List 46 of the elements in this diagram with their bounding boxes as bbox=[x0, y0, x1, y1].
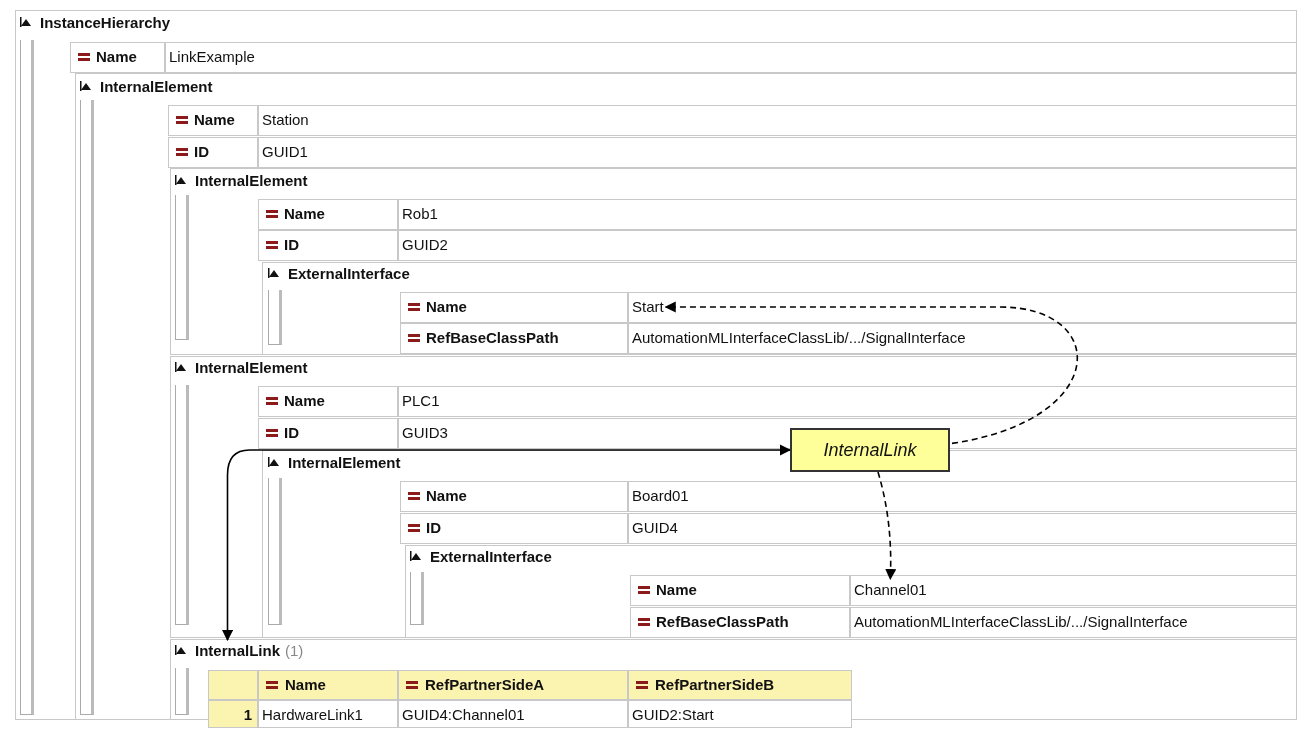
section-header: InternalElement bbox=[288, 454, 401, 472]
table-cell: HardwareLink1 bbox=[258, 700, 398, 728]
item-count: (1) bbox=[285, 642, 304, 659]
attribute-name: RefBaseClassPath bbox=[426, 329, 559, 347]
table-header-cell: RefPartnerSideA bbox=[398, 670, 628, 700]
attribute-name: ID bbox=[194, 143, 209, 161]
attribute-value: Channel01 bbox=[854, 581, 927, 599]
attribute-name: Name bbox=[426, 487, 467, 505]
attribute-value: Station bbox=[262, 111, 309, 129]
attribute-name: Name bbox=[284, 392, 325, 410]
table-header-cell: Name bbox=[258, 670, 398, 700]
section-header: InternalElement bbox=[195, 172, 308, 190]
attribute-value: LinkExample bbox=[169, 48, 255, 66]
section-header: ExternalInterface bbox=[288, 265, 410, 283]
attribute-value: Board01 bbox=[632, 487, 689, 505]
attribute-value: GUID2 bbox=[402, 236, 448, 254]
attribute-name: Name bbox=[656, 581, 697, 599]
section-title: InternalLink bbox=[195, 642, 280, 659]
attribute-value: Start bbox=[632, 298, 664, 316]
attribute-name: Name bbox=[96, 48, 137, 66]
table-cell: GUID2:Start bbox=[628, 700, 852, 728]
attribute-name: ID bbox=[284, 236, 299, 254]
attribute-name: RefBaseClassPath bbox=[656, 613, 789, 631]
attribute-value: GUID1 bbox=[262, 143, 308, 161]
section-header: InternalElement bbox=[100, 78, 213, 96]
attribute-name: Name bbox=[194, 111, 235, 129]
attribute-value: GUID4 bbox=[632, 519, 678, 537]
callout-box: InternalLink bbox=[790, 428, 950, 472]
arrow bbox=[664, 301, 1078, 445]
table-cell: 1 bbox=[208, 700, 258, 728]
attribute-name: ID bbox=[426, 519, 441, 537]
attribute-value: AutomationMLInterfaceClassLib/.../SignalInterface bbox=[854, 613, 1188, 631]
section-header: ExternalInterface bbox=[430, 548, 552, 566]
attribute-name: Name bbox=[426, 298, 467, 316]
attribute-value: GUID3 bbox=[402, 424, 448, 442]
arrow bbox=[221, 444, 792, 642]
attribute-value: Rob1 bbox=[402, 205, 438, 223]
table-header-cell: RefPartnerSideB bbox=[628, 670, 852, 700]
attribute-name: ID bbox=[284, 424, 299, 442]
attribute-value: PLC1 bbox=[402, 392, 440, 410]
attribute-name: Name bbox=[284, 205, 325, 223]
table-cell: GUID4:Channel01 bbox=[398, 700, 628, 728]
section-header: InstanceHierarchy bbox=[40, 14, 171, 32]
section-header: InternalElement bbox=[195, 359, 308, 377]
arrow bbox=[877, 471, 897, 581]
attribute-value: AutomationMLInterfaceClassLib/.../SignalInterface bbox=[632, 329, 966, 347]
